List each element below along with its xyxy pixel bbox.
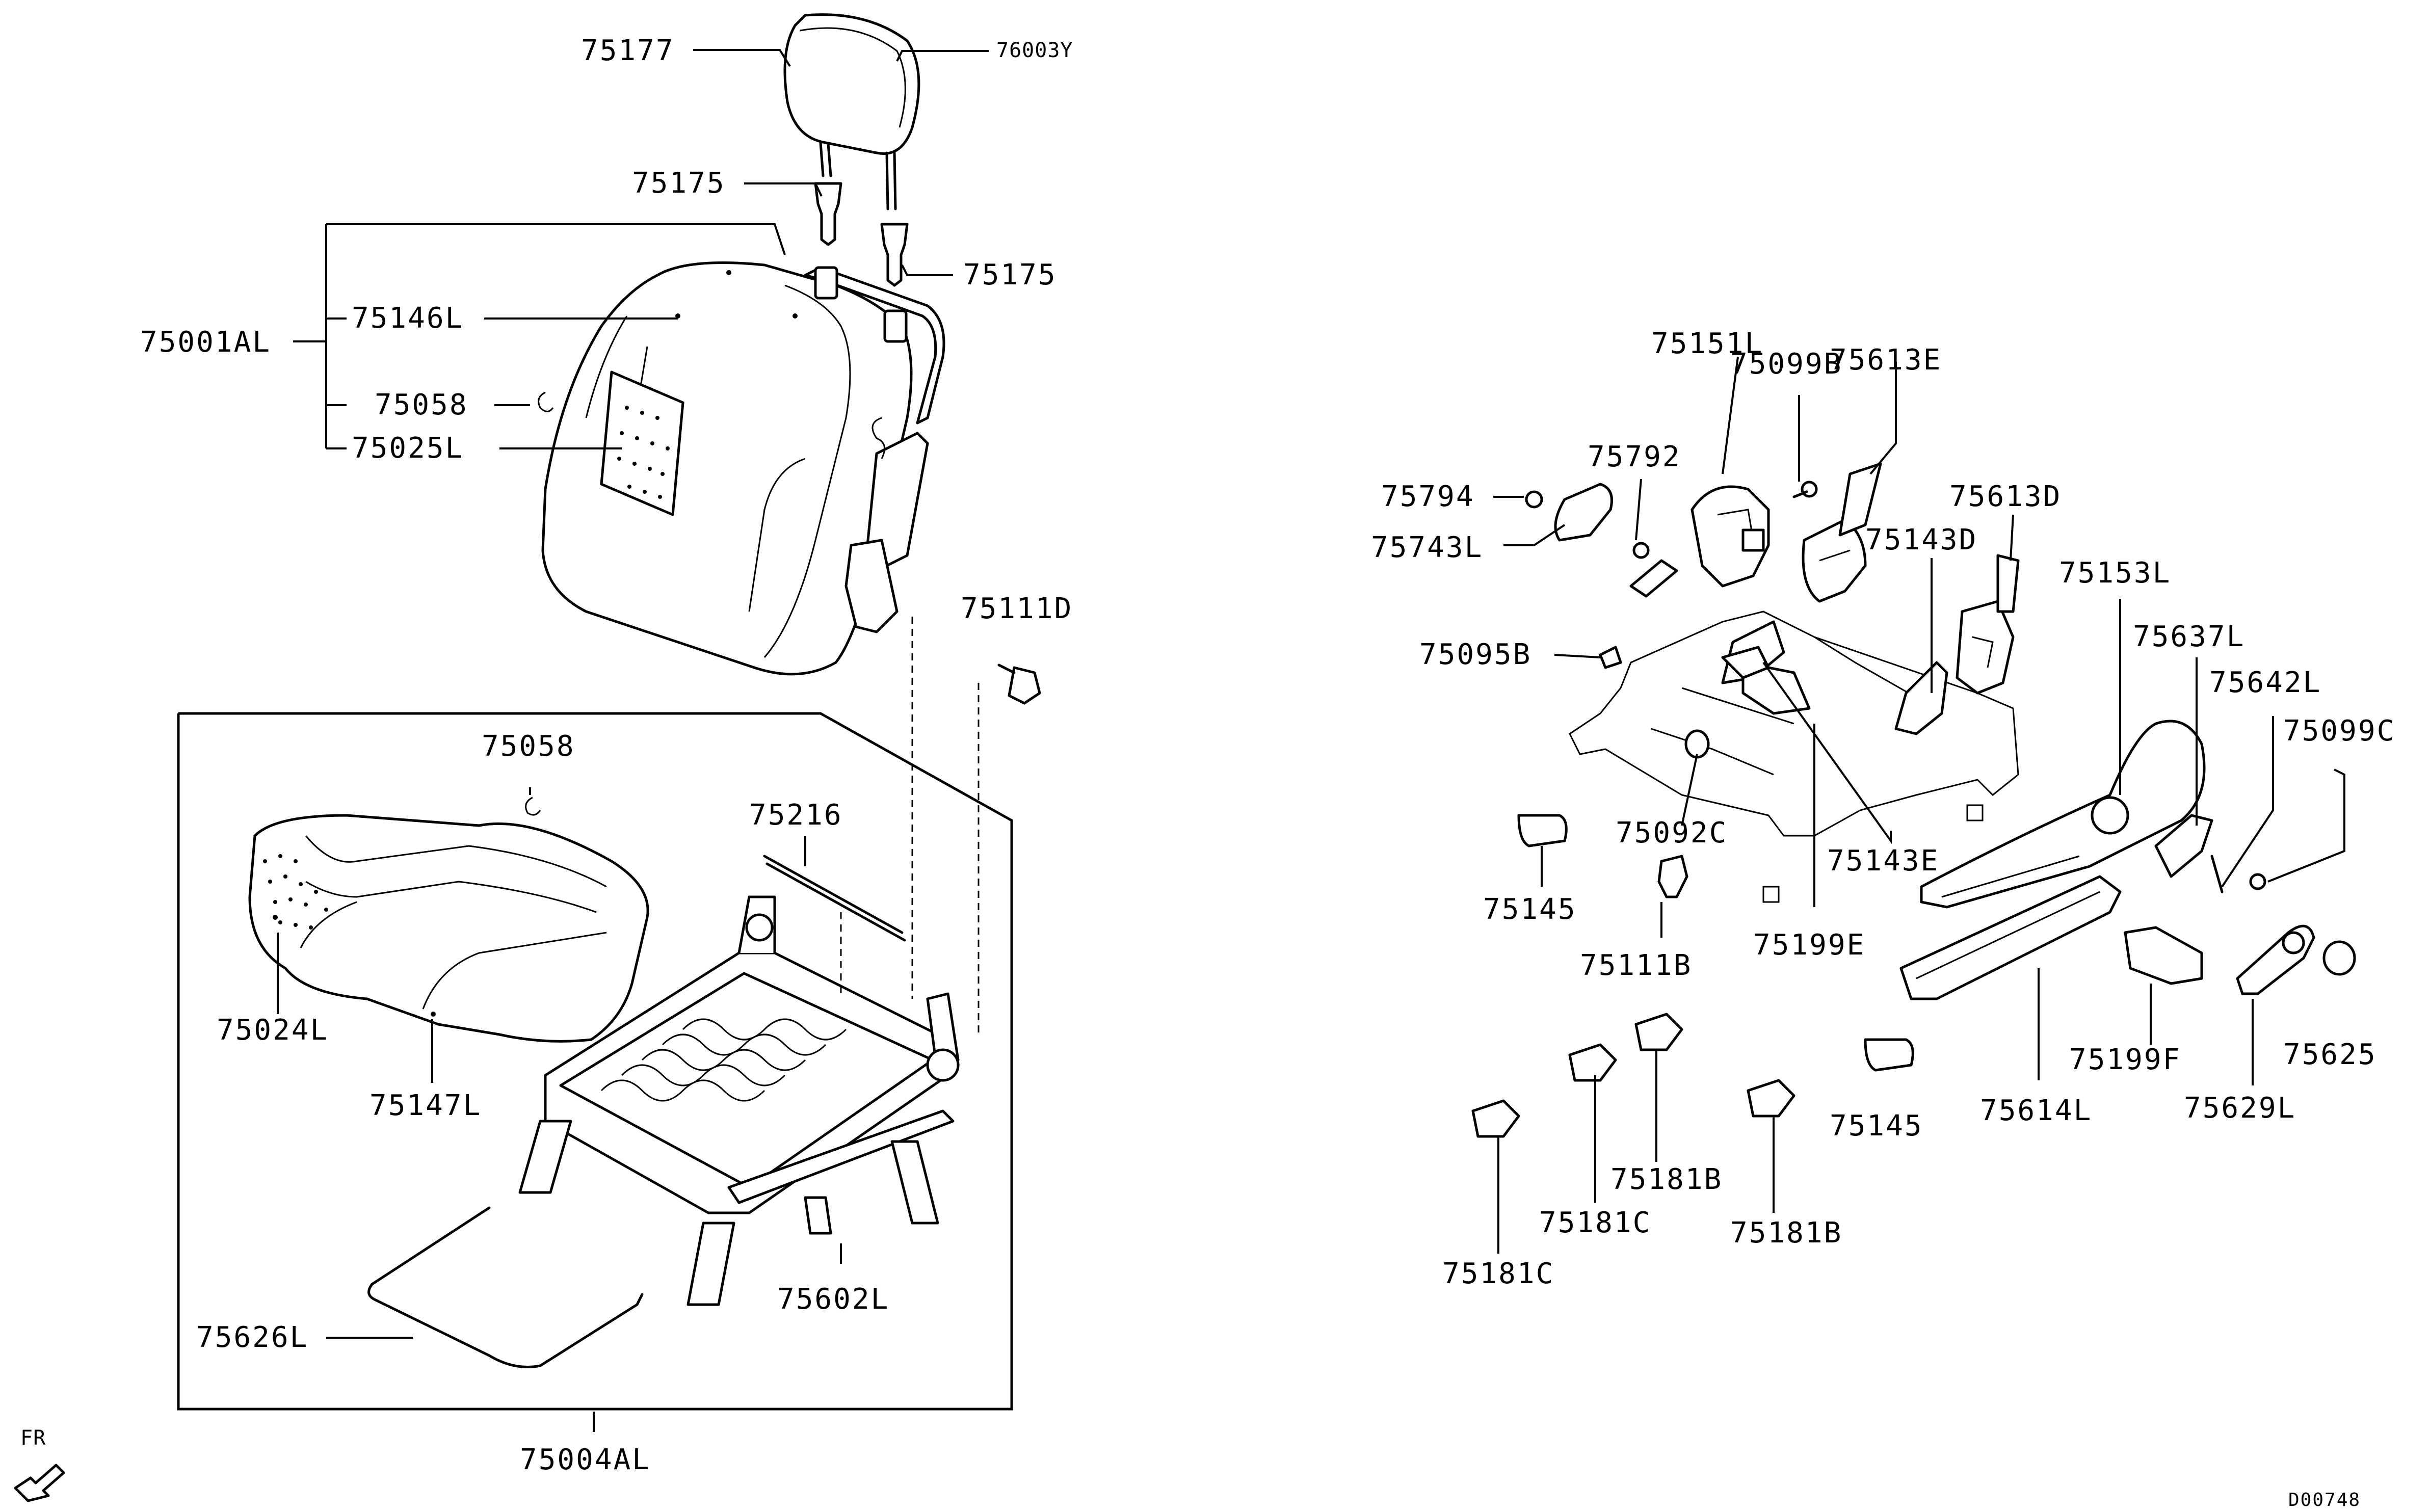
nut-75092c [1684, 729, 1710, 759]
label-75111d: 75111D [961, 592, 1073, 625]
bolt-75111d [997, 664, 1041, 705]
label-75099c: 75099C [2283, 714, 2395, 748]
side-shield [1920, 720, 2206, 909]
side-bracket-d [1894, 661, 1948, 735]
label-75614l: 75614L [1980, 1094, 2092, 1127]
recliner-cover-inner [1956, 554, 2020, 695]
seat-belt-buckle [1525, 483, 1678, 598]
bracket-75199e [1721, 646, 1770, 679]
label-75637l: 75637L [2133, 620, 2245, 653]
fr-label: FR [20, 1426, 46, 1450]
seat-cushion-box [177, 712, 1013, 1411]
height-lever [2236, 924, 2315, 995]
headrest [783, 13, 920, 210]
seat-cushion [248, 814, 649, 1043]
label-75095b: 75095B [1419, 638, 1531, 671]
label-75092c: 75092C [1616, 816, 1728, 850]
label-75613d: 75613D [1949, 480, 2062, 513]
clip-75181b-high [1634, 1013, 1683, 1051]
label-75629l: 75629L [2184, 1092, 2296, 1125]
label-75145-a: 75145 [1483, 893, 1577, 926]
diagram-code: D00748 [2288, 1490, 2361, 1510]
label-75177: 75177 [581, 34, 675, 67]
label-75181c-2: 75181C [1442, 1257, 1554, 1290]
label-75153l: 75153L [2059, 556, 2171, 590]
recliner-cover-outer [1802, 462, 1882, 603]
lumbar-pad [600, 370, 684, 516]
seat-frame [518, 895, 960, 1306]
bracket-75199f [2124, 926, 2203, 985]
side-cover [1899, 875, 2122, 1000]
label-75001al: 75001AL [140, 326, 271, 359]
seat-wire [367, 1206, 644, 1368]
label-75181b-1: 75181B [1610, 1163, 1723, 1196]
seat-frame-outline [1569, 611, 2019, 903]
headrest-guide-left [814, 182, 842, 246]
recliner-knob [2154, 814, 2213, 878]
label-75181b-2: 75181B [1730, 1216, 1842, 1250]
label-75642l: 75642L [2209, 666, 2321, 699]
cap-75625 [2322, 940, 2356, 976]
headrest-guide-right [880, 223, 909, 287]
hog-ring-clip-lower [525, 797, 541, 816]
label-75147l: 75147L [369, 1089, 482, 1122]
spring-pin [2210, 855, 2224, 893]
label-75794: 75794 [1381, 480, 1475, 513]
label-75111b: 75111B [1580, 949, 1692, 982]
label-75004al: 75004AL [520, 1443, 651, 1476]
label-75143d: 75143D [1865, 523, 1977, 556]
label-75024l: 75024L [217, 1014, 329, 1047]
label-75625: 75625 [2283, 1038, 2377, 1071]
label-75099b: 75099B [1730, 348, 1842, 381]
label-75216: 75216 [749, 799, 843, 832]
seat-rod [763, 855, 906, 942]
label-75058-b: 75058 [482, 730, 575, 763]
label-75181c-1: 75181C [1539, 1206, 1651, 1239]
label-75626l: 75626L [196, 1321, 308, 1354]
screw-75099c [2249, 873, 2266, 890]
label-75175-b: 75175 [963, 258, 1057, 291]
screw-75099b [1792, 481, 1818, 498]
label-75143e: 75143E [1827, 844, 1939, 878]
label-75058-a: 75058 [375, 388, 468, 421]
label-75145-b: 75145 [1830, 1109, 1923, 1143]
clip-75181b-low [1747, 1079, 1795, 1118]
front-direction-marker: FR [14, 1426, 65, 1502]
cap-75145-left [1517, 814, 1568, 847]
clip-75181c-high [1568, 1043, 1617, 1082]
label-75175-a: 75175 [632, 167, 726, 200]
label-75199e: 75199E [1753, 929, 1865, 962]
bolt-75111b [1657, 855, 1688, 898]
clip-75181c-low [1471, 1099, 1520, 1138]
label-75151l: 75151L [1651, 327, 1763, 360]
clip-75095b [1599, 646, 1622, 669]
seat-back-assembly [541, 261, 945, 676]
cap-75145-right [1864, 1038, 1914, 1072]
leader-lines [277, 49, 2345, 1432]
front-arrow-icon [14, 1464, 65, 1502]
label-75025l: 75025L [352, 432, 464, 465]
label-75613e: 75613E [1830, 343, 1942, 377]
callout-labels: 75177 76003Y 75175 75175 75001AL 75146L … [140, 34, 2395, 1476]
label-75792: 75792 [1588, 440, 1681, 473]
label-75602l: 75602L [777, 1283, 889, 1316]
label-75146l: 75146L [352, 302, 464, 335]
label-75199f: 75199F [2069, 1043, 2181, 1076]
hog-ring-clip-upper [538, 391, 554, 412]
label-75743l: 75743L [1371, 531, 1483, 564]
buckle-bracket [1691, 485, 1770, 588]
label-76003y: 76003Y [996, 39, 1073, 62]
